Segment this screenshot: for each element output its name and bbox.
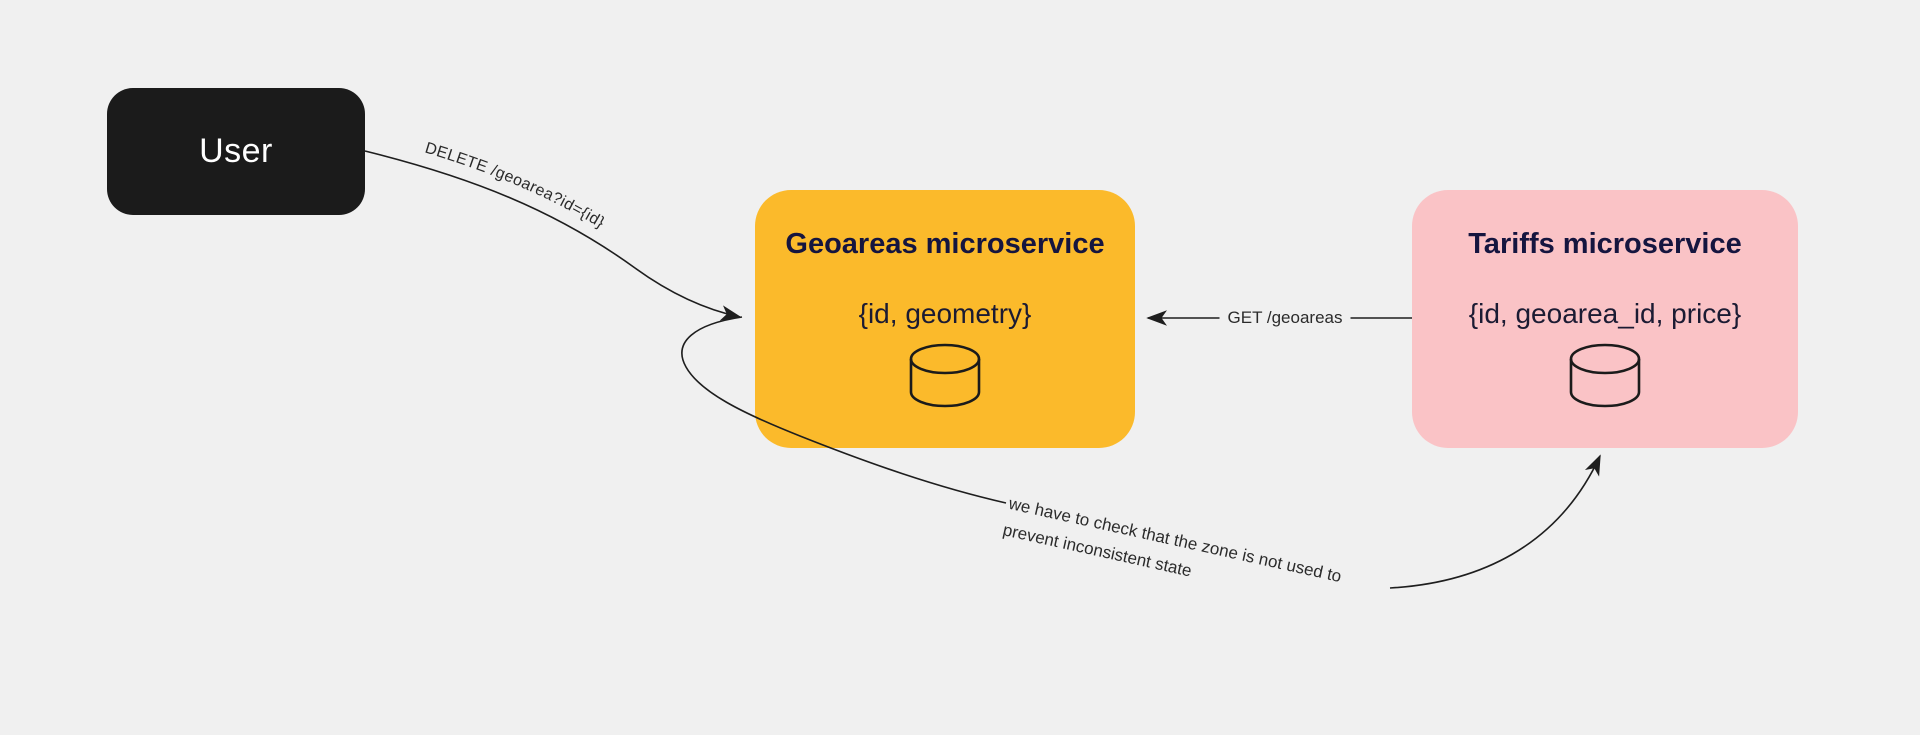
node-user-label: User [199,132,273,170]
database-icon [909,343,981,408]
edge-check-segment-a[interactable] [681,316,1007,504]
edge-check-label[interactable]: we have to check that the zone is not us… [1000,490,1344,616]
database-icon [1569,343,1641,408]
edge-get-label[interactable]: GET /geoareas [1219,307,1351,329]
node-geoareas-fields: {id, geometry} [858,298,1032,329]
node-tariffs-title: Tariffs microservice [1468,228,1742,260]
node-tariffs-fields: {id, geoarea_id, price} [1468,298,1742,329]
node-geoareas-microservice[interactable]: Geoareas microservice {id, geometry} [755,190,1135,448]
node-user[interactable]: User [107,88,365,215]
edge-check-segment-b[interactable] [1389,454,1601,589]
edge-delete-label[interactable]: DELETE /geoarea?id={id} [423,140,608,232]
node-geoareas-title: Geoareas microservice [785,228,1105,260]
node-tariffs-microservice[interactable]: Tariffs microservice {id, geoarea_id, pr… [1412,190,1798,448]
edge-delete-geoarea[interactable] [364,150,742,321]
